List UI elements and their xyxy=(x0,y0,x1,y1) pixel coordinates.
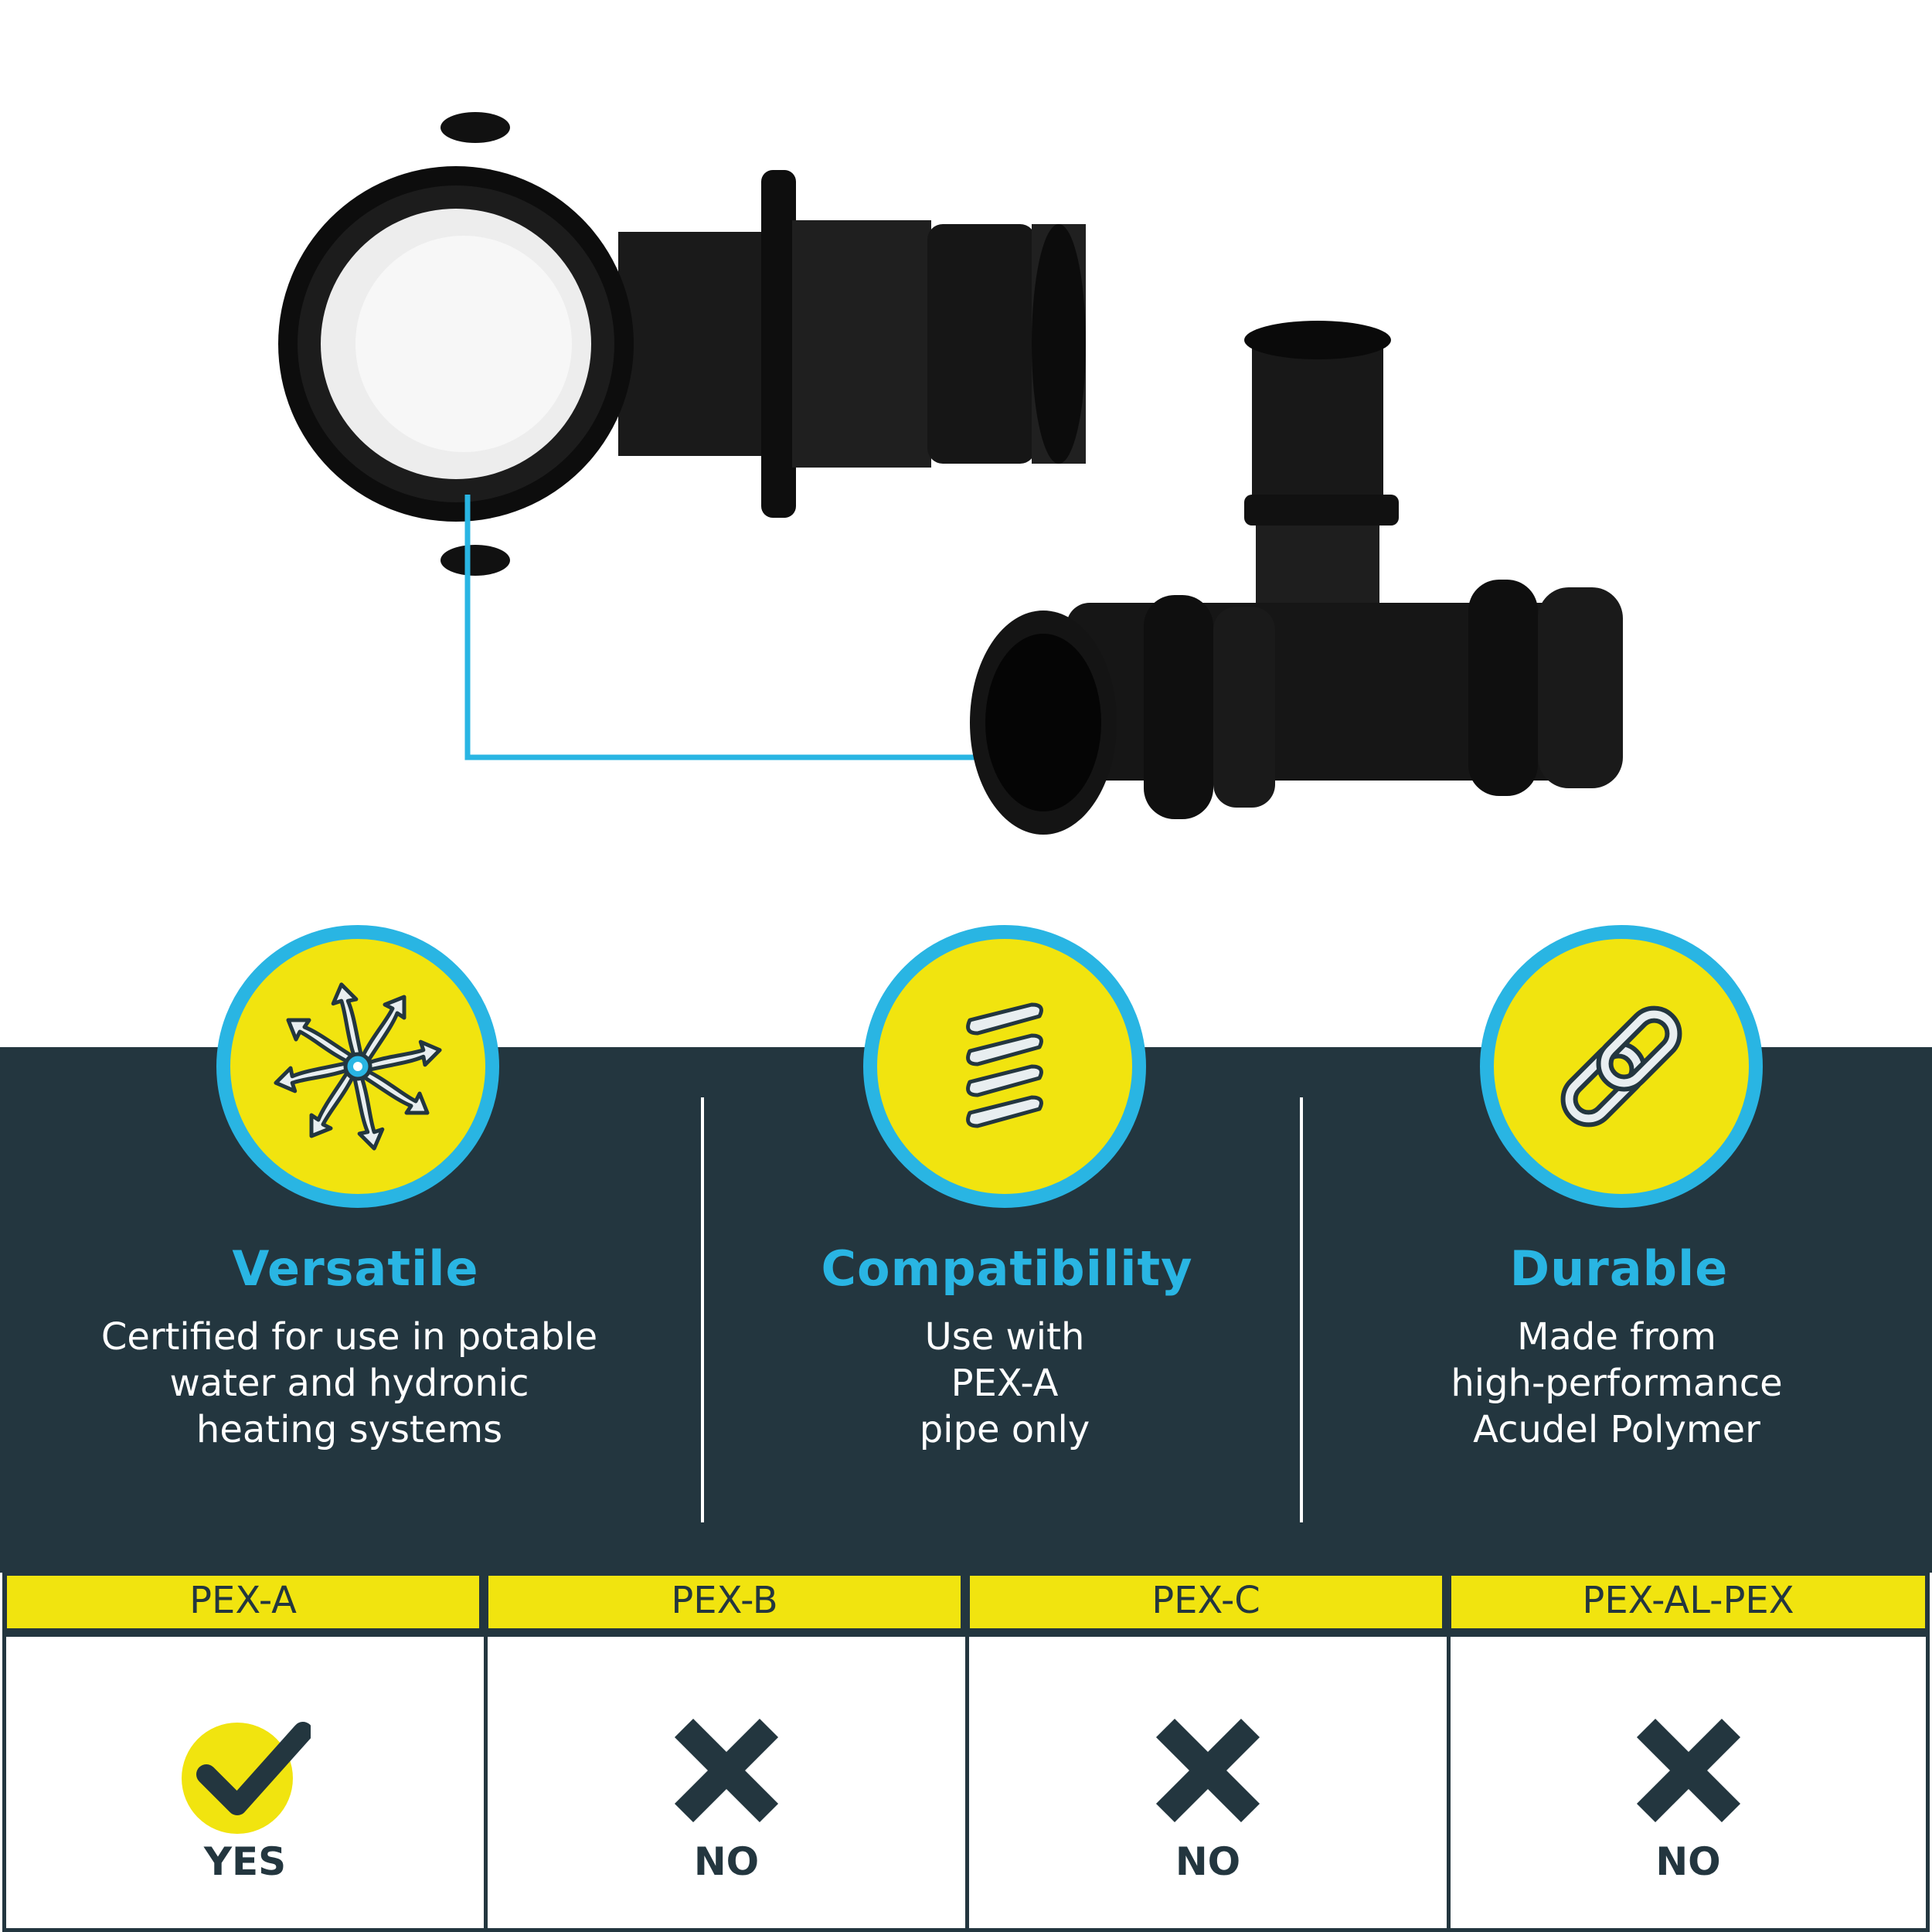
feature-title: Compatibility xyxy=(821,1240,1193,1297)
check-icon xyxy=(179,1705,313,1836)
table-cell-pex-a: YES xyxy=(2,1633,488,1932)
feature-divider xyxy=(701,1097,704,1522)
feature-description: Made from high-performance Acudel Polyme… xyxy=(1451,1315,1783,1451)
x-icon xyxy=(1623,1705,1754,1836)
coil-spring-icon xyxy=(966,1002,1043,1128)
table-header-pex-c: PEX-C xyxy=(965,1571,1447,1633)
x-icon xyxy=(1142,1705,1274,1836)
table-cell-pex-b: NO xyxy=(484,1633,969,1932)
table-cell-pex-c: NO xyxy=(965,1633,1451,1932)
chain-link-icon xyxy=(1560,1005,1682,1128)
versatile-badge xyxy=(216,925,499,1208)
table-cell-pex-al-pex: NO xyxy=(1447,1633,1930,1932)
feature-title: Versatile xyxy=(232,1240,479,1297)
feature-description: Certified for use in potable water and h… xyxy=(100,1315,598,1451)
answer-label: NO xyxy=(1655,1839,1721,1884)
feature-divider xyxy=(1300,1097,1303,1522)
radial-arrows-icon xyxy=(269,978,447,1155)
table-header-pex-b: PEX-B xyxy=(484,1571,965,1633)
feature-description: Use with PEX-A pipe only xyxy=(919,1315,1090,1451)
tee-fitting xyxy=(970,321,1623,835)
feature-title: Durable xyxy=(1509,1240,1729,1297)
callout-line xyxy=(464,495,981,760)
product-image-pex-tee xyxy=(278,112,1623,835)
x-icon xyxy=(661,1705,792,1836)
table-header-pex-a: PEX-A xyxy=(2,1571,484,1633)
compatibility-badge xyxy=(863,925,1146,1208)
answer-label: NO xyxy=(1175,1839,1241,1884)
tee-outlet-closeup xyxy=(278,112,1086,576)
durable-badge xyxy=(1480,925,1763,1208)
answer-label: YES xyxy=(203,1839,287,1884)
answer-label: NO xyxy=(693,1839,760,1884)
table-header-pex-al-pex: PEX-AL-PEX xyxy=(1447,1571,1930,1633)
